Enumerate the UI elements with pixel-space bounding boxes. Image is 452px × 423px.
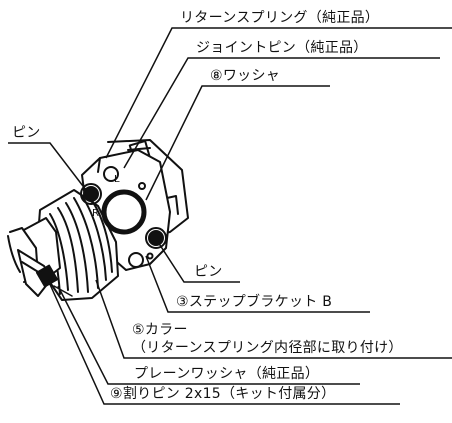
- leader-washer8: [145, 85, 330, 201]
- mount-hole-bottom: [128, 252, 144, 268]
- label-collar-title: ⑤カラー: [132, 322, 188, 338]
- leader-stepbracket: [145, 255, 370, 313]
- leader-split-pin: [47, 279, 400, 405]
- leader-pin-left: [8, 142, 87, 191]
- leader-collar: [95, 279, 452, 359]
- leader-return-spring: [105, 27, 452, 159]
- bracket-assembly-drawing: L R: [7, 139, 189, 301]
- mount-hole-top: [103, 166, 119, 182]
- label-split-pin: ⑨割りピン 2x15（キット付属分）: [110, 385, 335, 402]
- label-return-spring: リターンスプリング（純正品）: [180, 10, 379, 26]
- leader-joint-pin: [123, 57, 440, 169]
- leader-pin-right: [157, 241, 240, 283]
- label-collar-note: （リターンスプリング内径部に取り付け）: [132, 340, 403, 356]
- label-washer8: ⑧ワッシャ: [210, 68, 280, 84]
- lower-arm: [17, 249, 73, 297]
- small-hole-right: [138, 182, 154, 260]
- mark-l: L: [114, 174, 120, 185]
- label-pin-left: ピン: [12, 125, 41, 141]
- label-pin-right: ピン: [194, 264, 223, 280]
- pin-hole-upper-left: [80, 183, 102, 205]
- center-bore: [101, 189, 147, 235]
- label-plain-washer: プレーンワッシャ（純正品）: [134, 366, 319, 382]
- callout-labels: リターンスプリング（純正品） ジョイントピン（純正品） ⑧ワッシャ ピン ピン …: [12, 10, 403, 402]
- leader-plain-washer: [57, 285, 360, 385]
- label-stepbracket: ③ステップブラケット B: [176, 293, 332, 310]
- return-spring-coil: [35, 189, 119, 301]
- mark-r: R: [92, 208, 99, 219]
- pin-hole-lower-right: [145, 227, 167, 249]
- leader-lines: [8, 27, 452, 405]
- label-joint-pin: ジョイントピン（純正品）: [196, 40, 368, 56]
